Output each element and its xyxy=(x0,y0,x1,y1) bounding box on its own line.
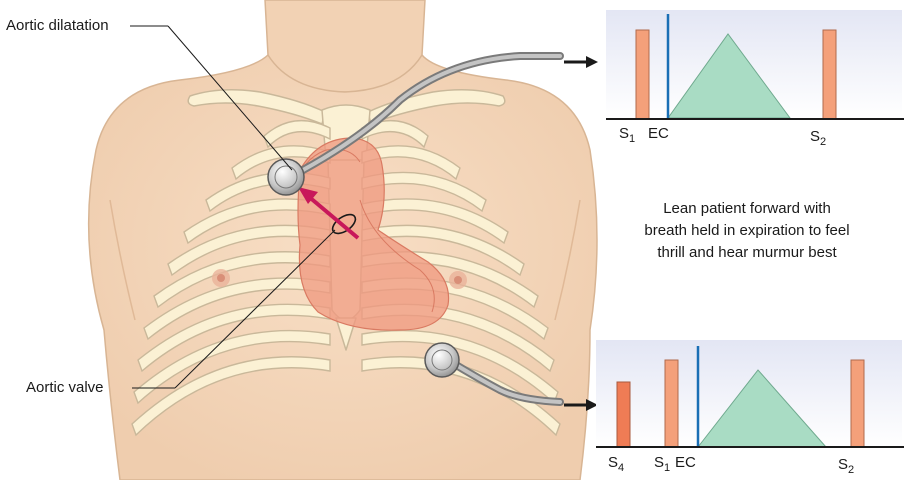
phono-bottom-s2-sub: 2 xyxy=(848,464,854,476)
instruction-note: Lean patient forward with breath held in… xyxy=(616,198,878,264)
phono-bottom-s2-text: S xyxy=(838,456,848,473)
phono-top-label-s2: S2 xyxy=(810,128,826,151)
instruction-line-1: Lean patient forward with xyxy=(616,198,878,220)
phono-bottom-s1-bar xyxy=(665,360,678,447)
phono-top-s1-bar xyxy=(636,30,649,119)
phono-top-s1-sub: 1 xyxy=(629,133,635,145)
arrow-to-top-panel xyxy=(564,56,598,68)
phono-top-s2-text: S xyxy=(810,128,820,145)
phono-bottom-s2-bar xyxy=(851,360,864,447)
phono-bottom-s4-sub: 4 xyxy=(618,462,624,474)
phono-top-label-s1: S1 xyxy=(619,125,635,148)
label-aortic-valve: Aortic valve xyxy=(26,379,104,397)
areola-left xyxy=(217,274,225,282)
phonocardiogram-bottom xyxy=(596,340,904,447)
phono-bottom-label-s2: S2 xyxy=(838,456,854,479)
phonocardiogram-top xyxy=(606,10,904,119)
areola-right xyxy=(454,276,462,284)
instruction-line-3: thrill and hear murmur best xyxy=(616,242,878,264)
phono-bottom-s1-sub: 1 xyxy=(664,462,670,474)
phono-bottom-label-s1: S1 xyxy=(654,454,670,477)
phono-top-s2-bar xyxy=(823,30,836,119)
stethoscope-chestpiece-top xyxy=(268,159,304,195)
phono-bottom-s4-bar xyxy=(617,382,630,447)
instruction-line-2: breath held in expiration to feel xyxy=(616,220,878,242)
phono-bottom-s4-text: S xyxy=(608,454,618,471)
label-aortic-dilatation: Aortic dilatation xyxy=(6,17,109,35)
phono-bottom-label-ec: EC xyxy=(675,454,696,472)
stethoscope-chestpiece-bottom xyxy=(425,343,459,377)
phono-top-s2-sub: 2 xyxy=(820,136,826,148)
phono-top-label-ec: EC xyxy=(648,125,669,143)
phono-bottom-s1-text: S xyxy=(654,454,664,471)
phono-top-s1-text: S xyxy=(619,125,629,142)
phono-bottom-label-s4: S4 xyxy=(608,454,624,477)
